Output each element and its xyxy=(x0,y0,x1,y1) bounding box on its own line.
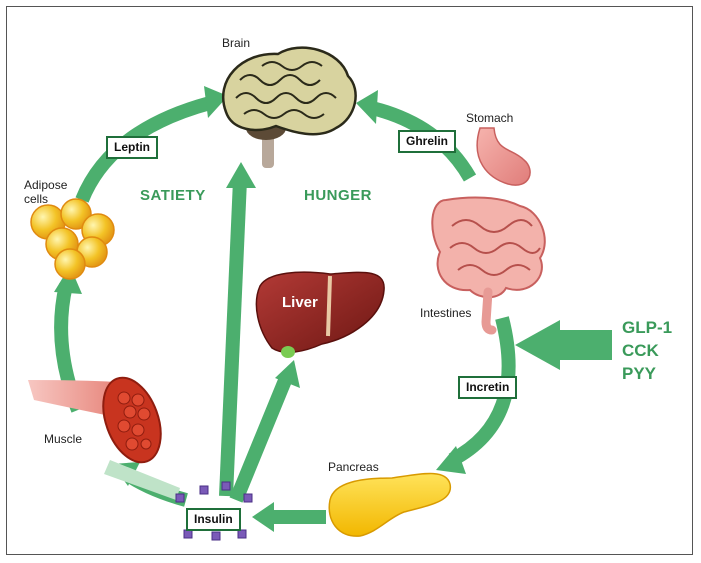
hunger-label: HUNGER xyxy=(304,187,372,204)
brain-illustration xyxy=(223,48,355,168)
incretin-box: Incretin xyxy=(458,376,517,399)
satiety-label: SATIETY xyxy=(140,187,206,204)
arrowhead-insulin xyxy=(252,502,274,532)
arrow-gut-peptides xyxy=(515,320,612,370)
adipose-label: Adipose cells xyxy=(24,178,67,206)
intestines-label: Intestines xyxy=(420,306,471,320)
gut-peptide-glp1: GLP-1 xyxy=(622,316,672,339)
stomach-label: Stomach xyxy=(466,111,513,125)
insulin-box: Insulin xyxy=(186,508,241,531)
pancreas-illustration xyxy=(329,474,450,537)
gut-peptide-pyy: PYY xyxy=(622,362,672,385)
gut-peptide-list: GLP-1 CCK PYY xyxy=(622,316,672,385)
brain-label: Brain xyxy=(222,36,250,50)
pancreas-label: Pancreas xyxy=(328,460,379,474)
liver-illustration xyxy=(256,272,384,358)
arrowhead-brain-bottom xyxy=(226,162,256,188)
ghrelin-box: Ghrelin xyxy=(398,130,456,153)
arrow-insulin-to-brain xyxy=(226,180,240,496)
arrow-insulin-to-liver xyxy=(236,378,286,500)
liver-label: Liver xyxy=(282,294,318,311)
gut-peptide-cck: CCK xyxy=(622,339,672,362)
arrowhead-brain-right xyxy=(356,90,378,124)
leptin-box: Leptin xyxy=(106,136,158,159)
muscle-label: Muscle xyxy=(44,432,82,446)
adipose-cells-illustration xyxy=(31,199,114,279)
